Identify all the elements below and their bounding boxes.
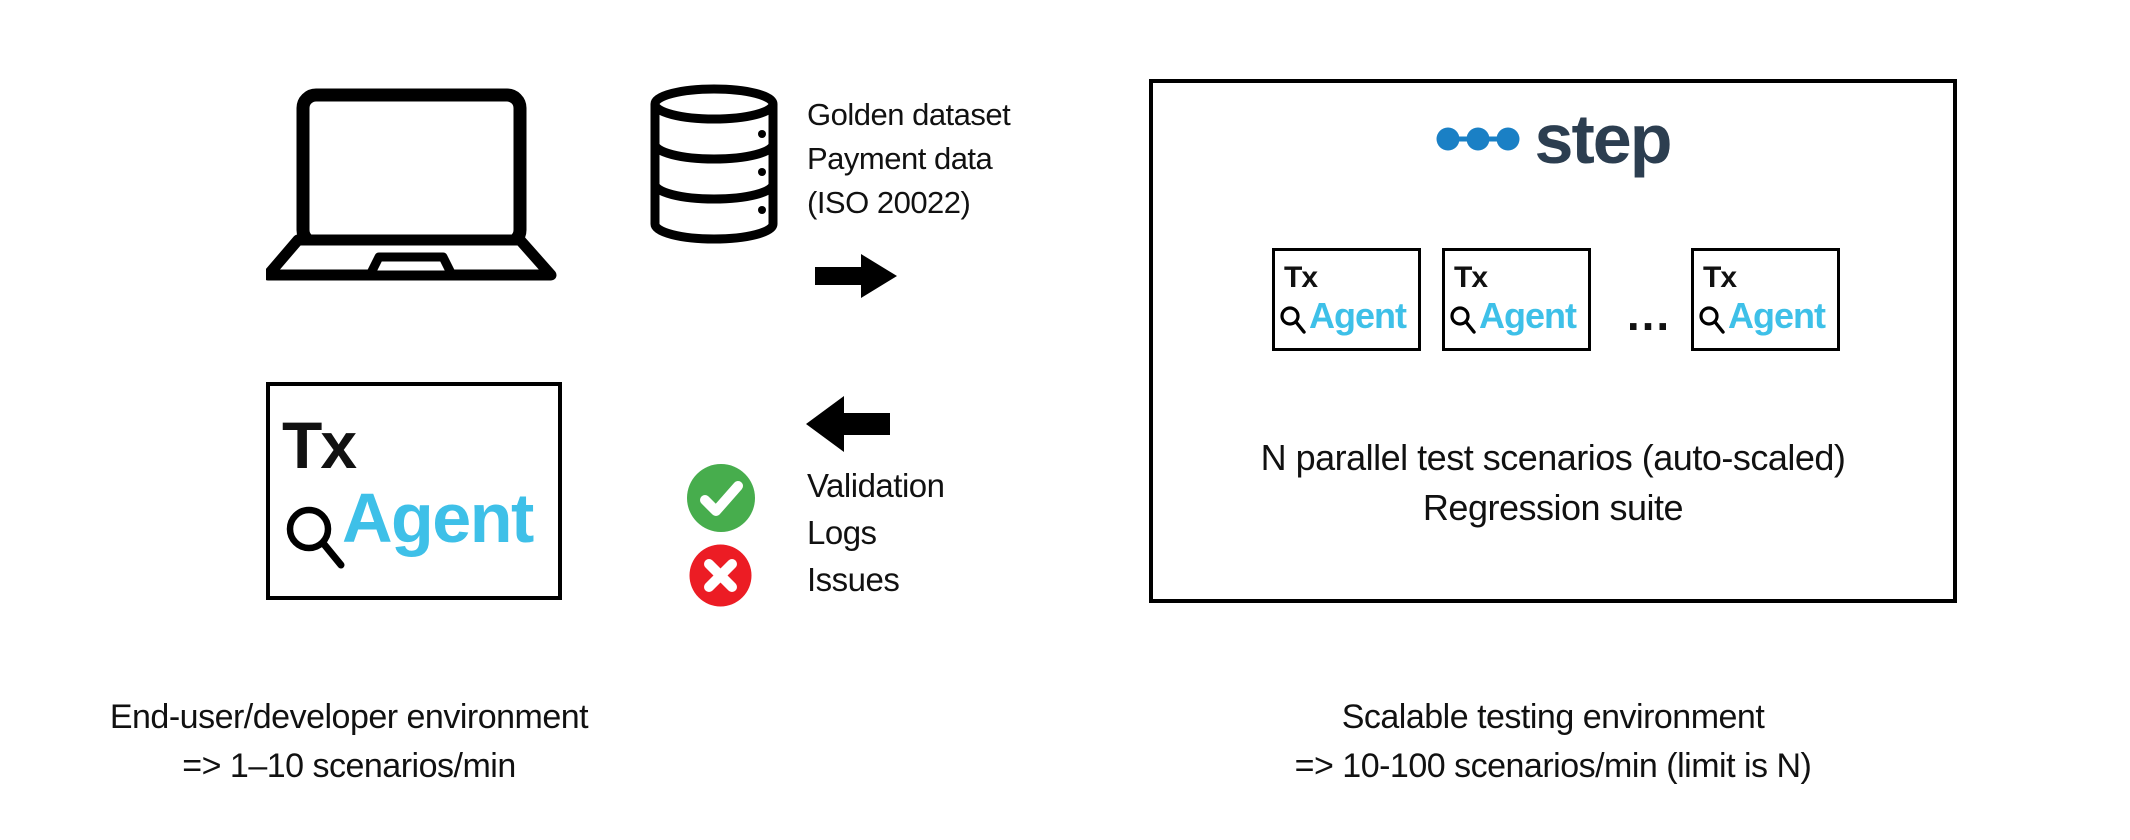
cross-icon [689,544,752,607]
output-logs: Logs [807,514,877,551]
right-arrow-icon [815,254,897,298]
left-caption-line1: End-user/developer environment [109,698,589,736]
dataset-label-line2: Payment data [807,141,993,176]
magnifier-icon [1699,306,1725,334]
magnifier-icon [1280,306,1306,334]
step-logo: step [1153,101,1953,177]
right-environment-caption: Scalable testing environment => 10-100 s… [1149,693,1957,791]
agent-label-small: Agent [1479,295,1577,336]
laptop-icon [266,88,557,281]
tx-agent-box-small-2: Tx Agent [1442,248,1591,351]
left-environment-caption: End-user/developer environment => 1–10 s… [99,693,599,791]
tx-label-small: Tx [1454,261,1488,294]
magnifier-icon [286,506,345,569]
step-wordmark: step [1534,100,1673,178]
output-issues: Issues [807,561,900,598]
step-dots-icon [1436,127,1520,151]
box-caption: N parallel test scenarios (auto-scaled) … [1153,433,1953,533]
tx-label-large: Tx [282,408,357,482]
dataset-label-line3: (ISO 20022) [807,185,971,220]
right-caption-line2: => 10-100 scenarios/min (limit is N) [1294,747,1812,785]
dataset-label-line1: Golden dataset [807,97,1011,132]
agent-label-small: Agent [1728,295,1826,336]
database-icon [650,84,778,244]
agent-label-small: Agent [1309,295,1407,336]
ellipsis: ... [1626,288,1672,340]
outputs-list: Validation Logs Issues [807,462,945,603]
output-validation: Validation [807,467,945,504]
right-caption-line1: Scalable testing environment [1341,698,1765,736]
left-caption-line2: => 1–10 scenarios/min [182,747,516,785]
dataset-label: Golden dataset Payment data (ISO 20022) [807,93,1011,225]
tx-agent-box-small-3: Tx Agent [1691,248,1840,351]
box-caption-line1: N parallel test scenarios (auto-scaled) [1260,437,1846,478]
tx-agent-box-small-1: Tx Agent [1272,248,1421,351]
tx-label-small: Tx [1284,261,1318,294]
check-icon [687,464,755,532]
magnifier-icon [1450,306,1476,334]
tx-agent-box-large: Tx Agent [266,382,562,600]
agent-label-large: Agent [342,479,534,557]
box-caption-line2: Regression suite [1422,487,1684,528]
tx-label-small: Tx [1703,261,1737,294]
scalable-testing-box: step Tx Agent Tx Agent ... Tx [1149,79,1957,603]
left-arrow-icon [806,396,890,452]
